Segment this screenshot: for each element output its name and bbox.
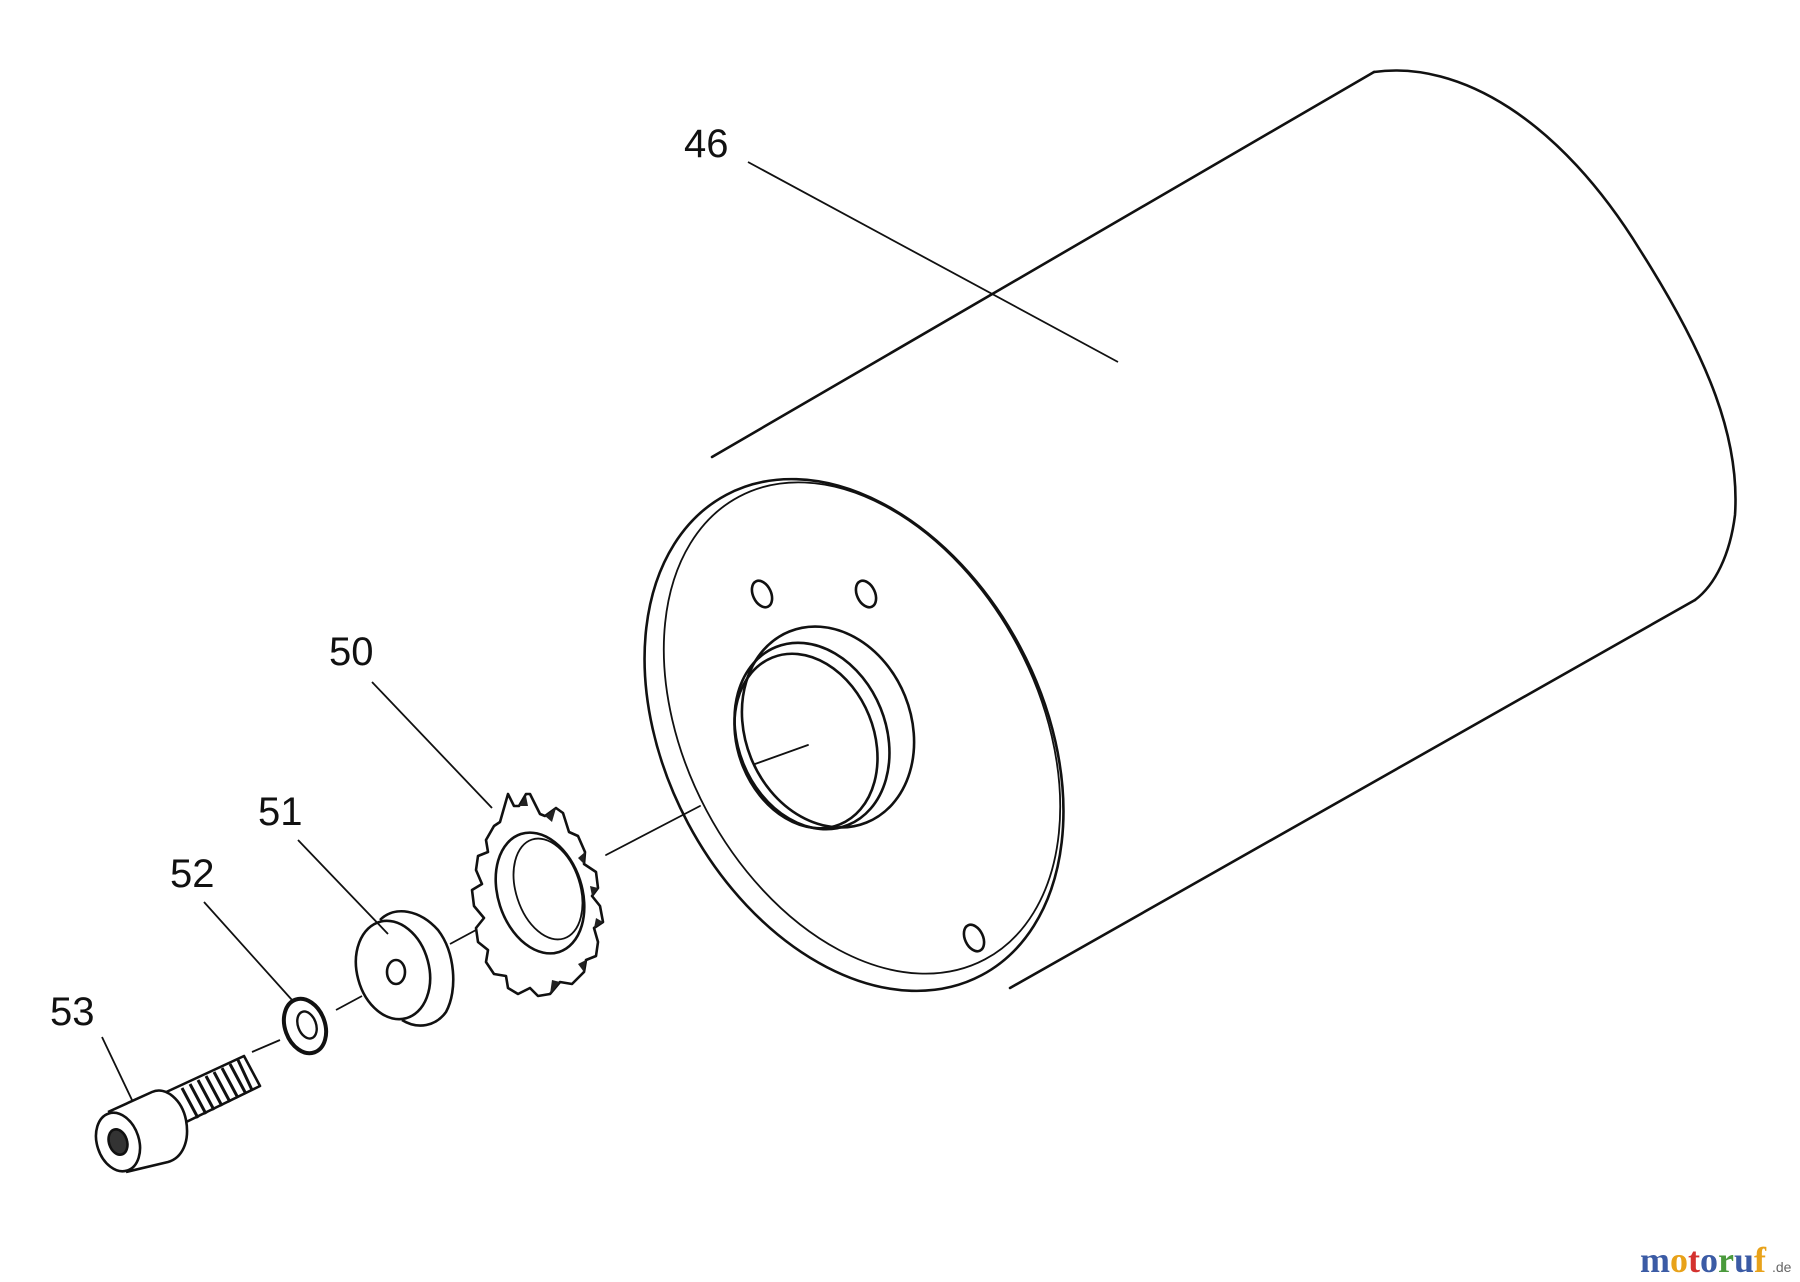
drum-hub-bore-rim	[733, 641, 891, 831]
leader-line-53	[101, 1036, 133, 1101]
lock-washer-inner	[296, 1010, 318, 1040]
bolt-threads	[180, 1059, 254, 1119]
watermark-letter: m	[1640, 1240, 1670, 1280]
lock-washer-outer	[281, 996, 329, 1056]
part-labels: 46 50 51 52 53	[50, 122, 729, 1034]
bolt-socket	[107, 1128, 129, 1156]
label-52: 52	[170, 852, 215, 896]
drum-part	[605, 69, 1737, 993]
drum-back-rim	[1372, 69, 1737, 602]
assembly-axis-segments	[251, 929, 477, 1053]
leader-line-51	[297, 839, 389, 935]
drum-bottom-edge	[1008, 598, 1697, 990]
watermark-brand: motoruf	[1640, 1240, 1767, 1280]
bolt-part	[94, 1054, 262, 1174]
lock-washer-part	[281, 996, 329, 1056]
washer-part	[354, 910, 455, 1027]
leader-lines	[101, 161, 1119, 1101]
sprocket-bore-inner	[512, 837, 584, 941]
axis-segment	[335, 995, 363, 1011]
watermark-letter: r	[1718, 1240, 1734, 1280]
sprocket-part	[470, 792, 605, 998]
drum-top-edge	[710, 70, 1376, 459]
washer-hole	[385, 958, 407, 986]
label-51: 51	[258, 790, 303, 834]
label-50: 50	[329, 630, 374, 674]
axis-segment	[251, 1039, 281, 1053]
leader-line-46	[747, 161, 1119, 363]
watermark: motoruf .de	[1640, 1240, 1792, 1280]
watermark-letter: o	[1700, 1240, 1718, 1280]
drum-axis-line	[754, 744, 809, 765]
label-46: 46	[684, 122, 729, 166]
assembly-axis-line	[605, 805, 701, 856]
leader-line-50	[371, 681, 493, 809]
sprocket-bore	[494, 831, 586, 955]
axis-segment	[449, 929, 477, 945]
watermark-letter: f	[1754, 1240, 1767, 1280]
drum-hub-bore	[733, 652, 879, 830]
drum-mount-hole	[750, 579, 774, 609]
watermark-suffix: .de	[1772, 1259, 1792, 1275]
watermark-letter: o	[1670, 1240, 1688, 1280]
drum-mount-hole	[854, 579, 878, 609]
leader-line-52	[203, 901, 293, 1001]
watermark-letter: t	[1688, 1240, 1700, 1280]
drum-mount-hole	[962, 923, 986, 953]
drum-hub-boss	[740, 625, 916, 829]
watermark-letter: u	[1734, 1240, 1754, 1280]
drum-front-rim	[662, 481, 1062, 975]
label-53: 53	[50, 990, 95, 1034]
